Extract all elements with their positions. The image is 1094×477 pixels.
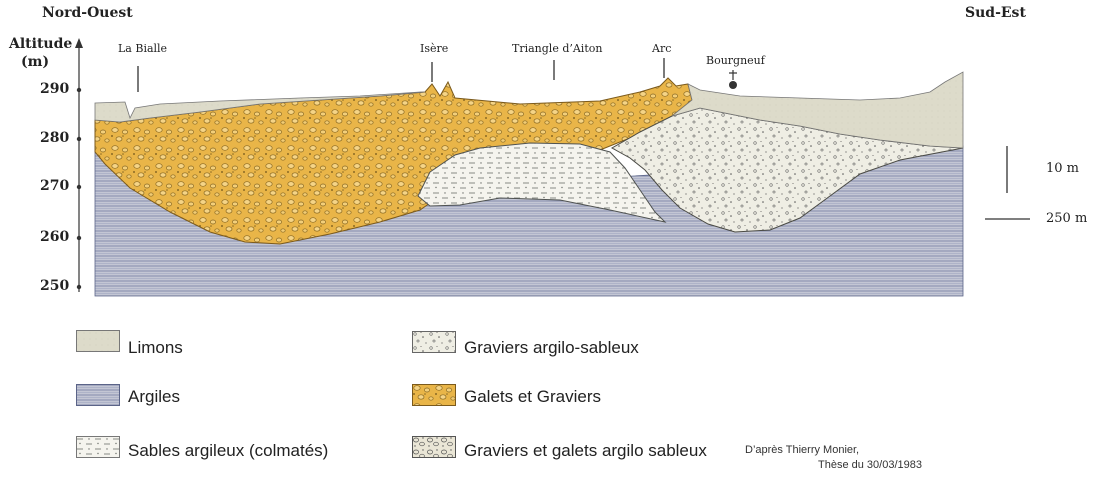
direction-right: Sud-Est	[965, 5, 1026, 21]
tick-mark-280	[77, 137, 81, 141]
legend-label-sables: Sables argileux (colmatés)	[128, 441, 328, 461]
tick-mark-250	[77, 285, 81, 289]
place-label-isere: Isère	[420, 42, 448, 55]
tick-mark-290	[77, 88, 81, 92]
place-label-triangle: Triangle d’Aiton	[512, 42, 602, 55]
tick-label-260: 260	[40, 229, 69, 245]
scale-label-horizontal: 250 m	[1046, 211, 1087, 226]
scale-label-vertical: 10 m	[1046, 161, 1079, 176]
tick-mark-270	[77, 185, 81, 189]
tick-label-290: 290	[40, 81, 69, 97]
legend-label-argiles: Argiles	[128, 387, 180, 407]
legend-label-graviers-argilo: Graviers argilo-sableux	[464, 338, 639, 358]
legend-swatch-graviers-argilo	[412, 331, 456, 353]
place-label-la-bialle: La Bialle	[118, 42, 167, 55]
direction-left: Nord-Ouest	[42, 5, 133, 21]
tick-label-270: 270	[40, 178, 69, 194]
legend-swatch-limons	[76, 330, 120, 352]
axis-title: Altitude	[9, 36, 72, 52]
legend-swatch-galets	[412, 384, 456, 406]
tick-label-280: 280	[40, 130, 69, 146]
tick-label-250: 250	[40, 278, 69, 294]
church-icon	[729, 70, 737, 89]
tick-mark-260	[77, 236, 81, 240]
legend-label-galets: Galets et Graviers	[464, 387, 601, 407]
credit-line-1: D’après Thierry Monier,	[745, 444, 859, 456]
credit-line-2: Thèse du 30/03/1983	[818, 459, 922, 471]
place-label-arc: Arc	[652, 42, 671, 55]
legend-swatch-argiles	[76, 384, 120, 406]
axis-unit: (m)	[21, 54, 49, 70]
place-label-bourgneuf: Bourgneuf	[706, 54, 765, 67]
legend-swatch-graviers-galets	[412, 436, 456, 458]
legend-swatch-sables	[76, 436, 120, 458]
legend-label-limons: Limons	[128, 338, 183, 358]
legend-label-graviers-galets: Graviers et galets argilo sableux	[464, 441, 707, 461]
axis-arrow-icon	[75, 38, 83, 48]
